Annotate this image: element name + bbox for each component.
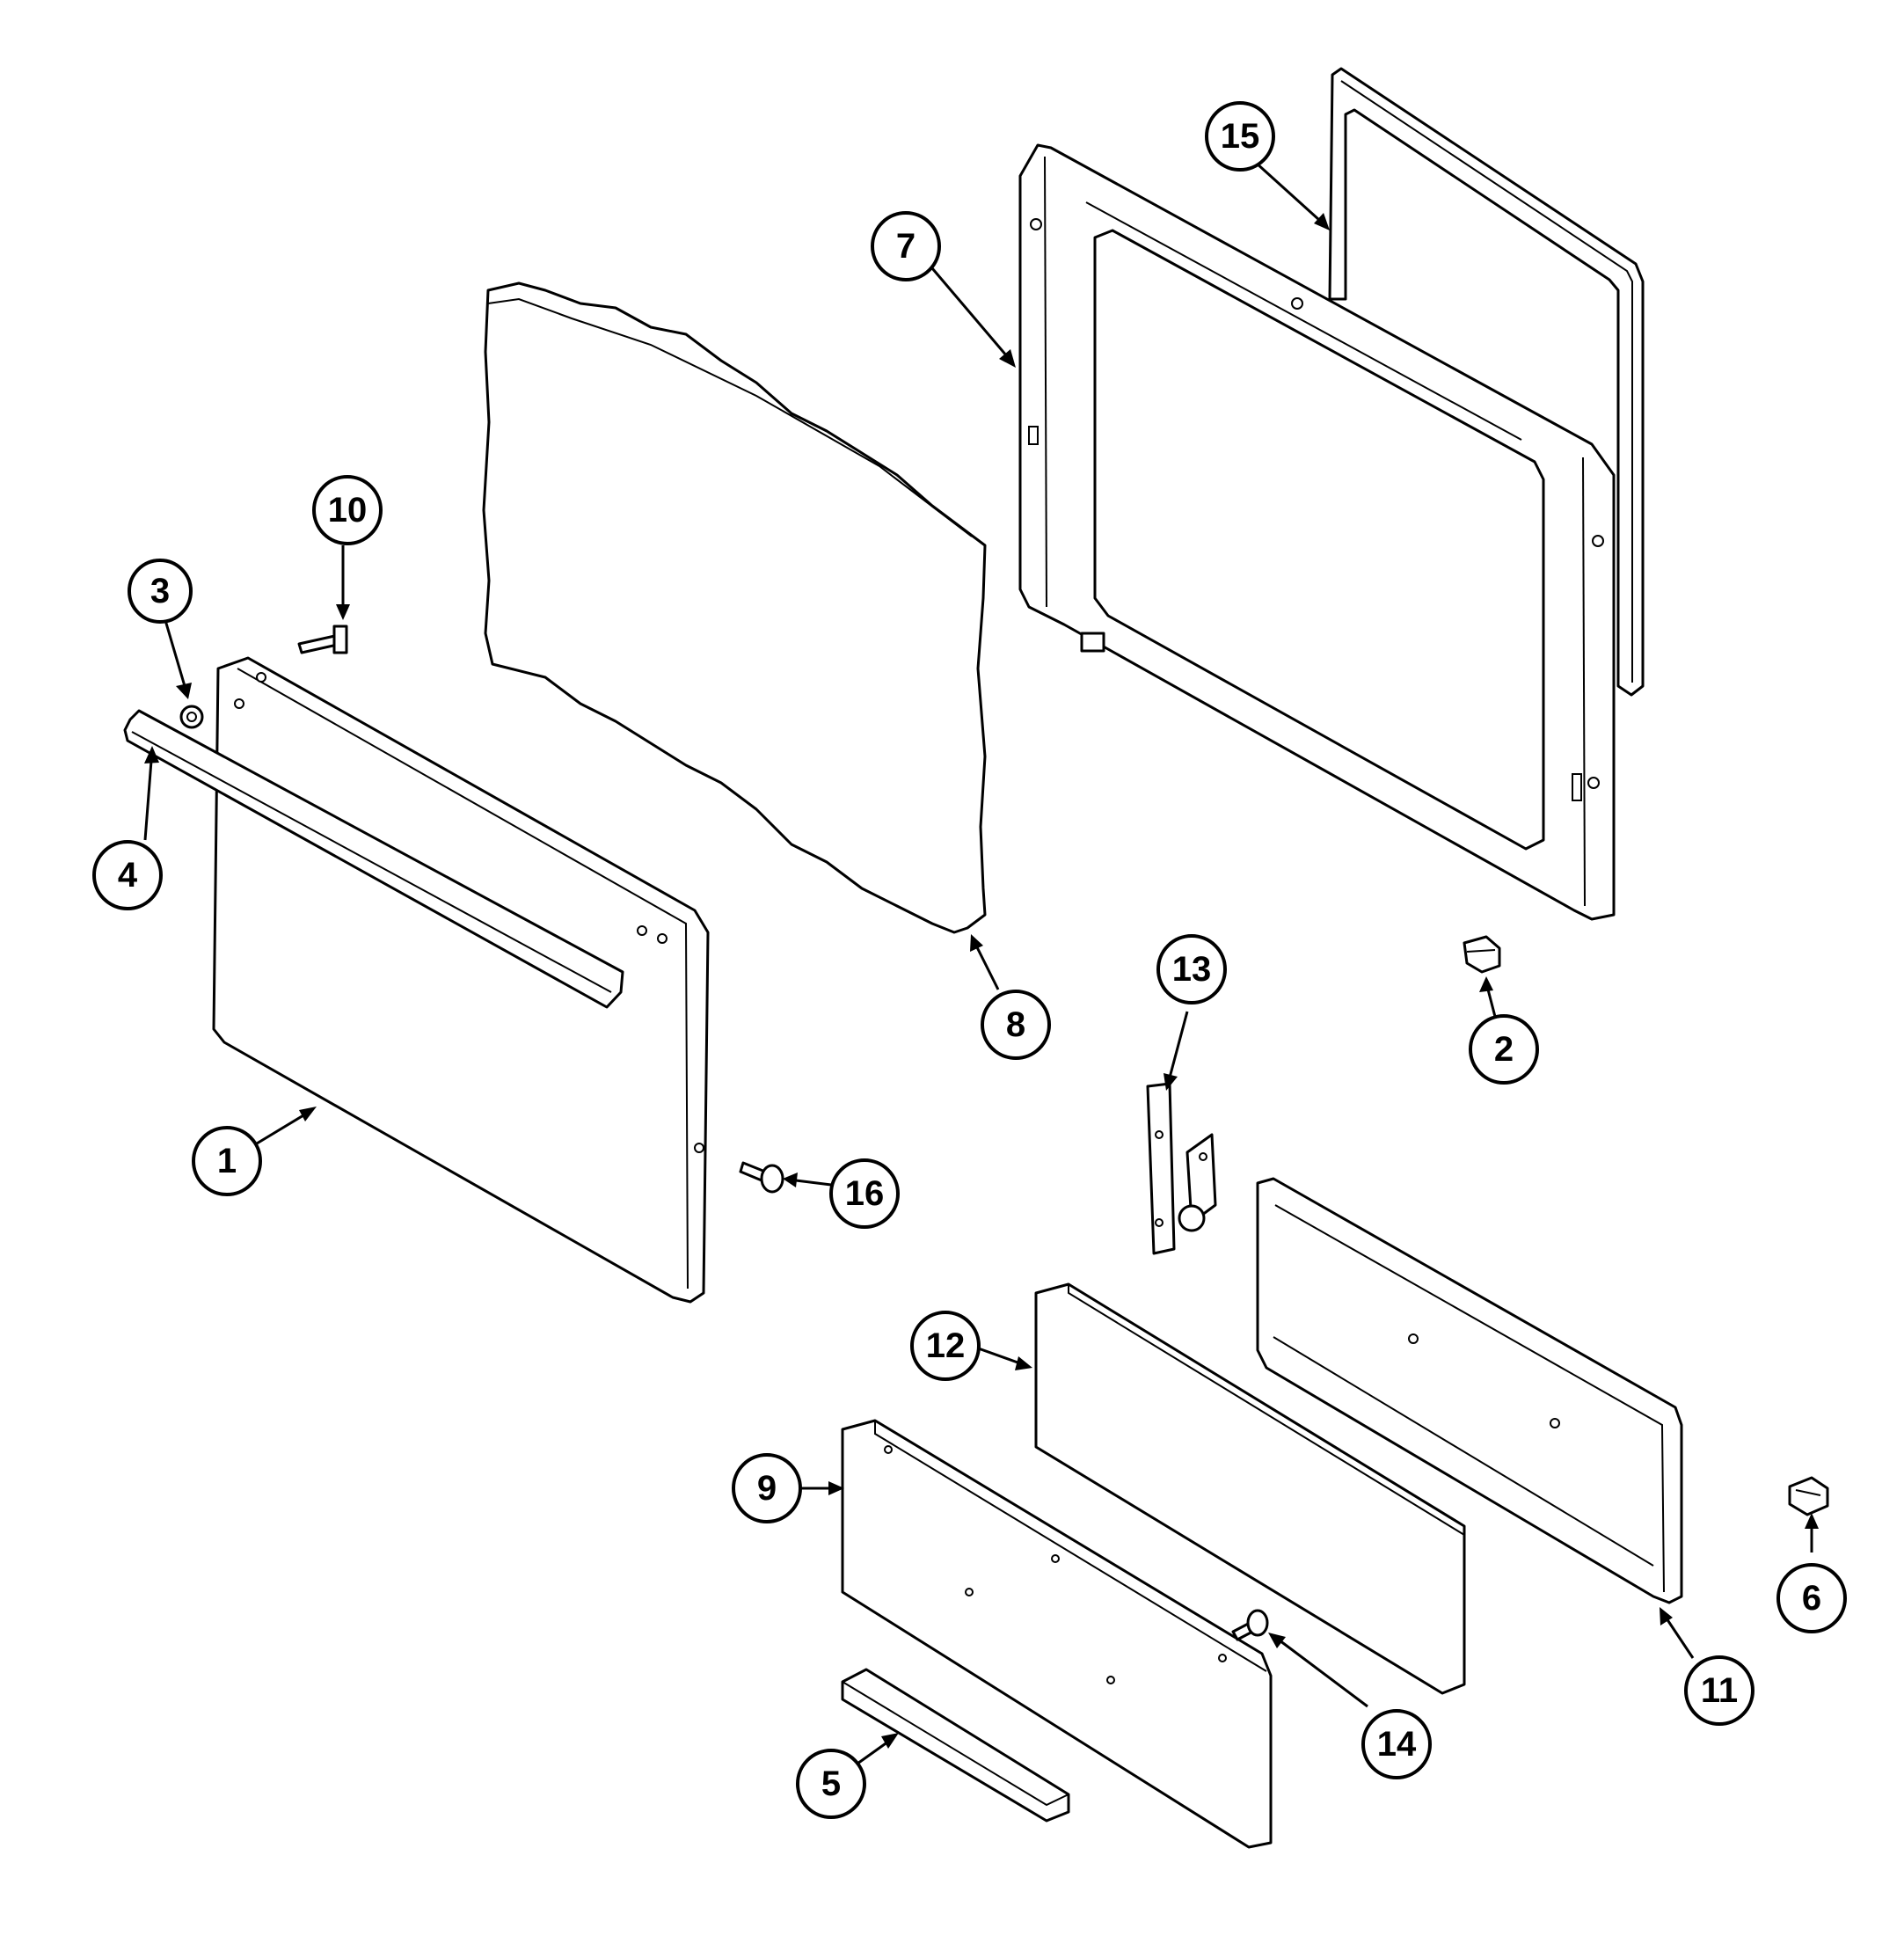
leader-12 [973,1345,1021,1365]
part-14-screw [1231,1609,1269,1641]
part-9-drawer-front [841,1419,1273,1849]
leader-8 [974,945,1000,990]
callout-6-label: 6 [1802,1579,1821,1618]
part-4-handle-trim [123,709,624,1009]
leader-13 [1168,1011,1189,1078]
callout-8-label: 8 [1006,1005,1025,1044]
part-3-nut [179,705,204,729]
callout-8: 8 [981,990,1051,1060]
part-7-inner-door-frame [1018,143,1616,921]
part-13-hinge [1146,1082,1217,1255]
callout-13-label: 13 [1172,950,1212,989]
leader-16 [795,1179,832,1187]
callout-14-label: 14 [1377,1725,1417,1764]
callout-11-label: 11 [1701,1671,1738,1710]
callout-1-label: 1 [217,1142,237,1180]
leader-7 [930,267,1009,357]
callout-4-label: 4 [118,856,138,895]
leader-1 [256,1111,309,1145]
callout-4: 4 [92,840,163,910]
part-2-clip [1463,935,1501,974]
leader-11 [1665,1618,1695,1659]
callout-10-label: 10 [328,491,368,530]
callout-13: 13 [1156,934,1227,1005]
callout-10: 10 [312,475,383,545]
callout-7-label: 7 [896,227,916,266]
part-11-drawer-frame [1256,1177,1683,1604]
callout-16-label: 16 [845,1174,885,1213]
leader-lines [143,161,1819,1765]
callout-1: 1 [192,1126,262,1196]
callout-15: 15 [1205,101,1275,172]
leader-3 [161,610,186,687]
callout-3: 3 [128,559,193,624]
callout-12-label: 12 [926,1326,966,1365]
callout-14: 14 [1361,1709,1432,1779]
callout-9-label: 9 [757,1469,777,1508]
part-6-clip [1788,1476,1829,1516]
callout-7: 7 [871,211,941,281]
callout-16: 16 [829,1158,900,1229]
callout-2: 2 [1469,1014,1539,1085]
leader-15 [1254,161,1321,222]
callout-12: 12 [910,1311,981,1381]
leader-14 [1279,1639,1368,1708]
leader-4 [143,760,153,841]
callout-15-label: 15 [1221,117,1260,156]
callout-9: 9 [732,1453,802,1523]
part-10-screw [297,625,348,654]
part-5-trim-strip [841,1668,1070,1823]
callout-5: 5 [796,1749,866,1819]
part-16-screw [739,1161,784,1194]
callout-11: 11 [1684,1655,1754,1726]
part-8-insulation [482,281,987,934]
callout-5-label: 5 [821,1764,841,1803]
part-15-gasket [1328,67,1645,697]
callout-3-label: 3 [150,572,170,610]
callout-6: 6 [1776,1563,1847,1633]
leader-5 [857,1740,889,1765]
part-12-drawer-panel [1034,1282,1466,1695]
callout-2-label: 2 [1494,1030,1514,1069]
part-1-outer-door-panel [212,656,710,1304]
